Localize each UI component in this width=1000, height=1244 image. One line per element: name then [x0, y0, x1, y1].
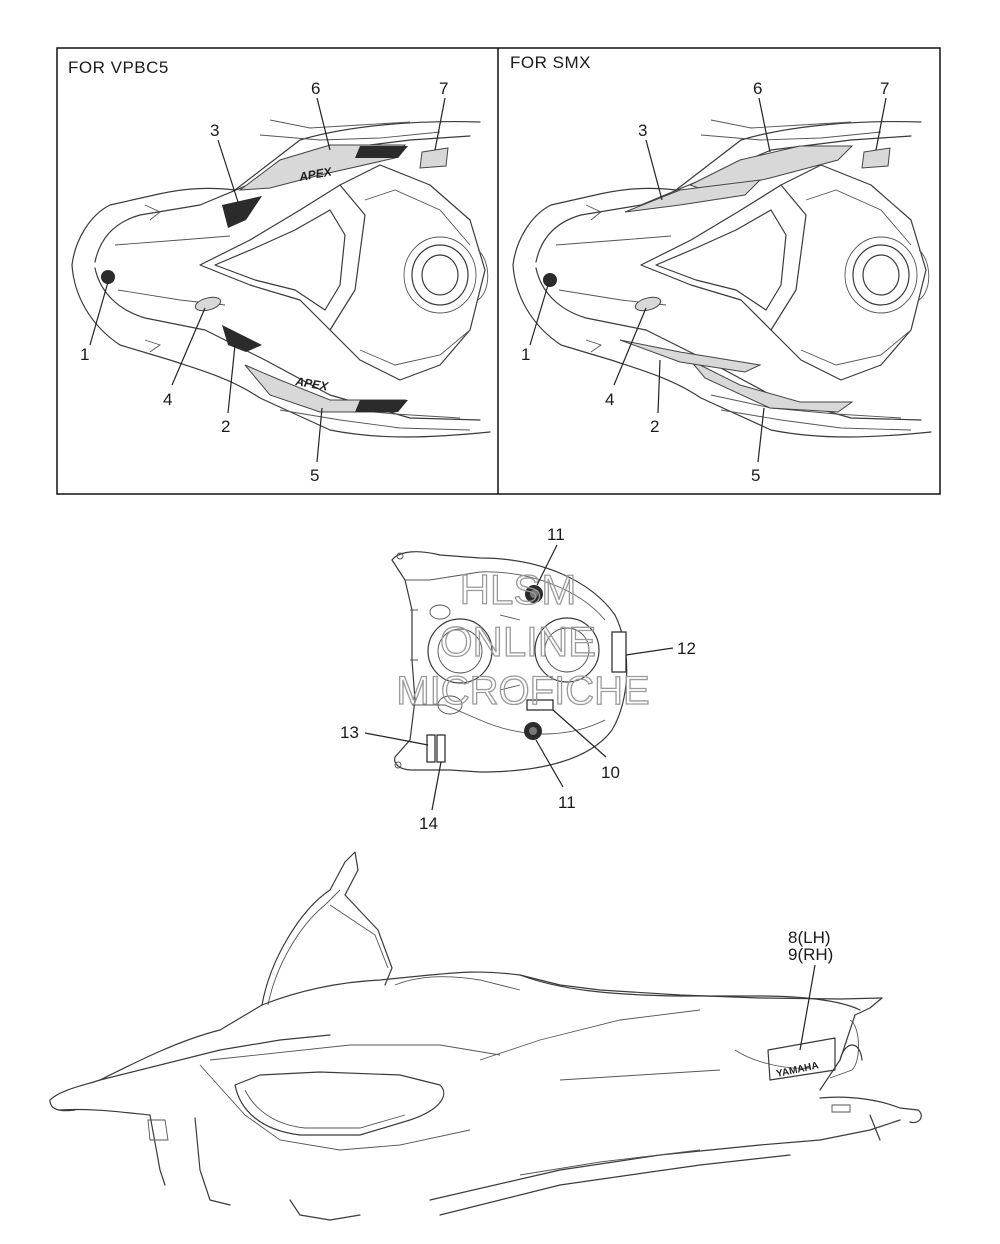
- callouts-smx: 6 7 3 1 4 2 5: [521, 79, 889, 485]
- callout-14: 14: [419, 814, 438, 833]
- decal-8-9: [767, 1037, 836, 1081]
- decal-1-smx: [543, 273, 557, 287]
- watermark-line1: HLSM: [460, 566, 577, 613]
- callout-10: 10: [601, 763, 620, 782]
- decal-2-smx: [619, 339, 762, 373]
- hood-drawing-smx: [512, 119, 932, 438]
- decal-12: [611, 631, 627, 673]
- callout-2-smx: 2: [650, 417, 659, 436]
- hood-drawing-vpbc5: APEX APEX: [71, 119, 491, 438]
- decal-14: [436, 734, 446, 763]
- decal-2-vpbc5: [222, 325, 262, 352]
- callout-6: 6: [311, 79, 320, 98]
- callout-7: 7: [439, 79, 448, 98]
- decal-1-vpbc5: [101, 270, 115, 284]
- callout-1-smx: 1: [521, 345, 530, 364]
- callouts-side-view: 8(LH) 9(RH): [788, 928, 833, 1051]
- callout-5: 5: [310, 466, 319, 485]
- watermark-line3: MICROFICHE: [396, 669, 649, 713]
- callout-9-rh: 9(RH): [788, 945, 833, 964]
- callouts-underside: 11 12 10 11 13 14: [340, 525, 696, 833]
- decal-10: [526, 699, 554, 711]
- callout-13: 13: [340, 723, 359, 742]
- decal-13: [426, 734, 436, 763]
- decal-4-smx: [634, 296, 662, 312]
- decal-3-smx: [624, 179, 762, 213]
- apex-text-upper: APEX: [297, 164, 334, 184]
- watermark-line2: ONLINE: [440, 618, 596, 665]
- apex-text-lower: APEX: [293, 374, 330, 394]
- callout-1: 1: [80, 345, 89, 364]
- callout-3: 3: [210, 121, 219, 140]
- decal-4-vpbc5: [194, 296, 222, 312]
- decal-7-vpbc5: [419, 147, 449, 169]
- decal-7-smx: [861, 147, 891, 169]
- snowmobile-side-view: YAMAHA: [49, 851, 922, 1221]
- hood-underside-drawing: [391, 551, 628, 773]
- decal-3-vpbc5: [222, 196, 262, 228]
- callout-2: 2: [221, 417, 230, 436]
- callout-11-lower: 11: [558, 793, 576, 812]
- callout-5-smx: 5: [751, 466, 760, 485]
- yamaha-text: YAMAHA: [775, 1060, 819, 1080]
- callout-4: 4: [163, 390, 172, 409]
- decal-5-smx: [689, 359, 854, 413]
- panel-title-vpbc5: FOR VPBC5: [68, 58, 169, 77]
- panel-title-smx: FOR SMX: [510, 53, 591, 72]
- callout-6-smx: 6: [753, 79, 762, 98]
- decal-6-smx: [688, 145, 854, 193]
- callout-12: 12: [677, 639, 696, 658]
- watermark: HLSM ONLINE MICROFICHE: [396, 565, 651, 713]
- callouts-vpbc5: 6 7 3 1 4 2 5: [80, 79, 448, 485]
- callout-8-lh: 8(LH): [788, 928, 831, 947]
- callout-11-upper: 11: [547, 525, 565, 544]
- callout-7-smx: 7: [880, 79, 889, 98]
- callout-4-smx: 4: [605, 390, 614, 409]
- callout-3-smx: 3: [638, 121, 647, 140]
